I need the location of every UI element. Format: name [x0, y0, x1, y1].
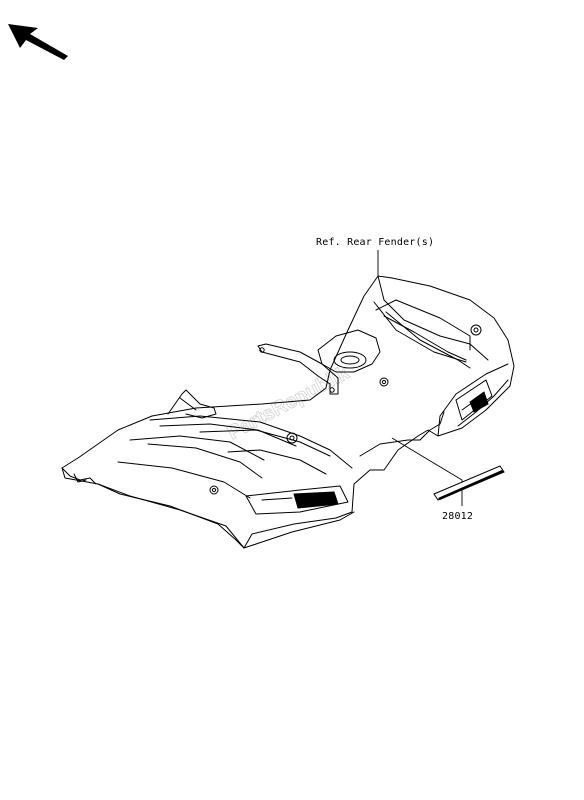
- part-leader-line: [391, 437, 463, 506]
- label-strip-part: [433, 465, 505, 501]
- rear-fender-drawing: [61, 275, 515, 549]
- part-number-label: 28012: [442, 511, 474, 522]
- leader-lines: [377, 250, 463, 506]
- reference-label: Ref. Rear Fender(s): [316, 237, 435, 248]
- arrow-up-left-icon: [8, 24, 68, 60]
